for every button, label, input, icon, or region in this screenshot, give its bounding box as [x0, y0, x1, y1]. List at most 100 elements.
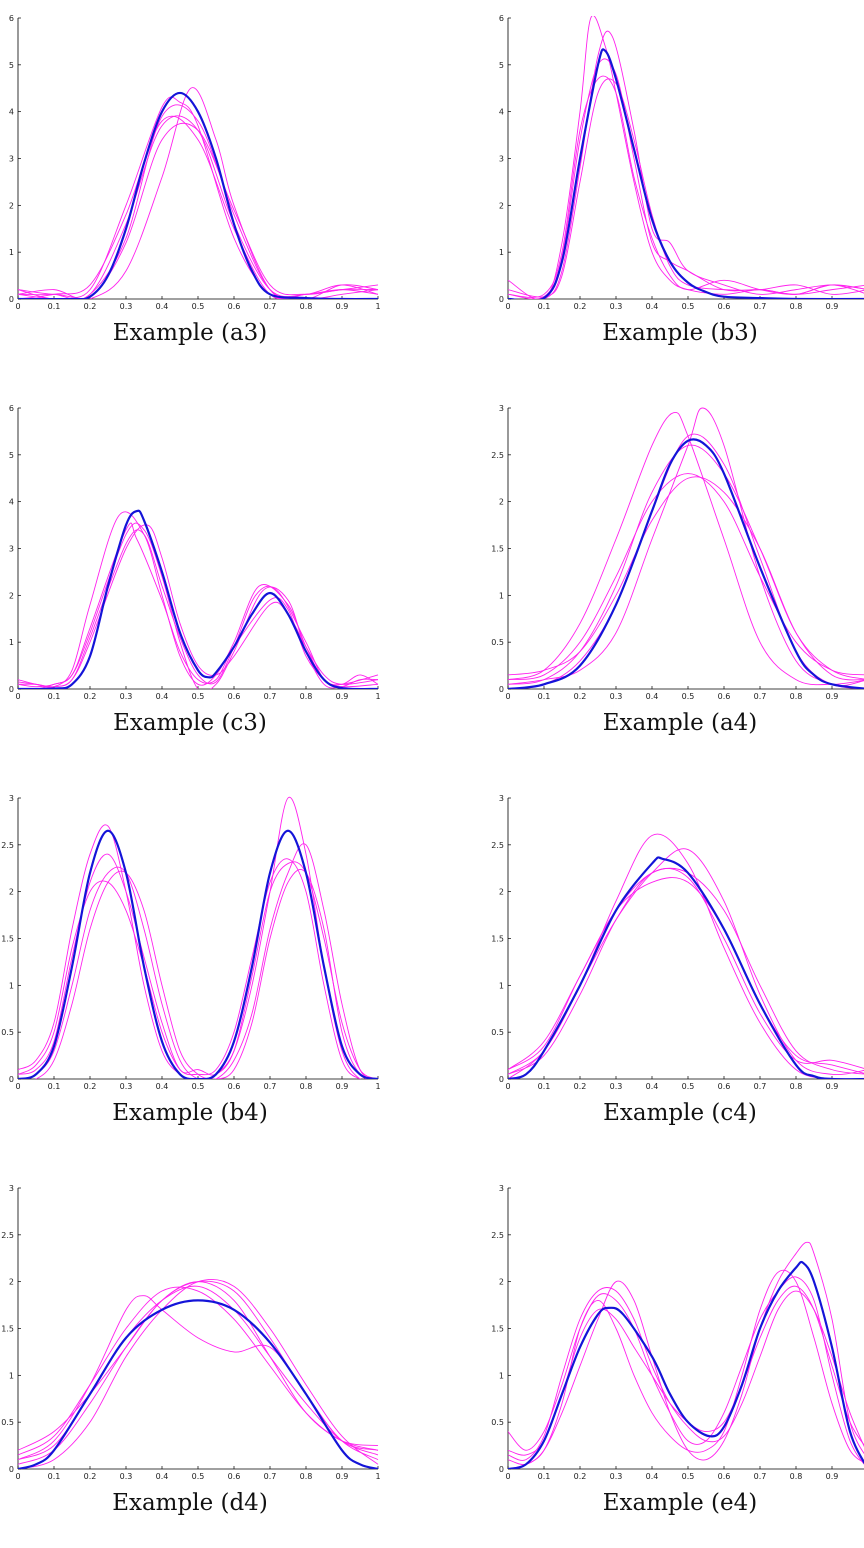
y-tick-label: 2.5 — [491, 1231, 504, 1240]
x-tick-label: 0.7 — [754, 302, 767, 311]
y-tick-label: 3 — [9, 545, 14, 554]
y-tick-label: 0.5 — [1, 1028, 14, 1037]
y-tick-label: 1 — [9, 1371, 14, 1380]
x-tick-label: 1 — [375, 1082, 380, 1091]
y-tick-label: 2 — [9, 1278, 14, 1287]
x-tick-label: 0.5 — [192, 302, 205, 311]
chart-caption: Example (b4) — [112, 1100, 268, 1126]
y-tick-label: 5 — [9, 451, 14, 460]
y-tick-label: 6 — [9, 14, 14, 23]
mean-curve — [508, 438, 864, 689]
mean-curve — [508, 48, 864, 299]
x-tick-label: 0.7 — [754, 692, 767, 701]
x-tick-label: 1 — [375, 1472, 380, 1481]
sample-curve — [18, 853, 379, 1079]
y-tick-label: 3 — [9, 1184, 14, 1193]
y-tick-label: 2 — [499, 888, 504, 897]
sample-curve — [508, 411, 864, 686]
sample-curve — [18, 524, 379, 688]
x-tick-label: 0.6 — [718, 692, 731, 701]
x-tick-label: 0.4 — [646, 1472, 659, 1481]
x-tick-label: 0.5 — [192, 692, 205, 701]
y-tick-label: 5 — [499, 61, 504, 70]
y-tick-label: 2.5 — [491, 451, 504, 460]
chart-svg-a4: 00.10.20.30.40.50.60.70.80.9100.511.522.… — [491, 404, 864, 701]
y-tick-label: 1.5 — [491, 935, 504, 944]
chart-svg-c4: 00.10.20.30.40.50.60.70.80.9100.511.522.… — [491, 794, 864, 1091]
sample-curve — [18, 1286, 379, 1456]
x-tick-label: 0 — [15, 1082, 20, 1091]
y-tick-label: 0 — [9, 1465, 14, 1474]
x-tick-label: 0.6 — [718, 302, 731, 311]
mean-curve — [18, 1299, 379, 1469]
sample-curve — [508, 867, 864, 1075]
x-tick-label: 0.1 — [538, 1472, 551, 1481]
y-tick-label: 3 — [9, 155, 14, 164]
x-tick-label: 0.8 — [300, 1472, 313, 1481]
x-tick-label: 0.3 — [120, 1472, 133, 1481]
x-tick-label: 0.1 — [48, 1082, 61, 1091]
y-tick-label: 0.5 — [491, 638, 504, 647]
sample-curve — [18, 843, 379, 1079]
y-tick-label: 2 — [9, 888, 14, 897]
x-tick-label: 0.2 — [84, 1082, 97, 1091]
y-tick-label: 0.5 — [1, 1418, 14, 1427]
x-tick-label: 0.1 — [538, 1082, 551, 1091]
chart-svg-e4: 00.10.20.30.40.50.60.70.80.9100.511.522.… — [491, 1184, 864, 1481]
chart-panel-a4: 00.10.20.30.40.50.60.70.80.9100.511.522.… — [490, 390, 864, 736]
x-tick-label: 0.5 — [192, 1082, 205, 1091]
x-tick-label: 0.4 — [156, 1082, 169, 1091]
x-tick-label: 0.6 — [228, 692, 241, 701]
sample-curve — [508, 877, 864, 1074]
x-tick-label: 0.7 — [754, 1472, 767, 1481]
sample-curve — [18, 529, 379, 688]
x-tick-label: 0.6 — [228, 302, 241, 311]
y-tick-label: 1 — [9, 638, 14, 647]
chart-caption: Example (c4) — [603, 1100, 757, 1126]
y-tick-label: 3 — [9, 794, 14, 803]
sample-curve — [18, 511, 379, 688]
x-tick-label: 0.3 — [610, 302, 623, 311]
x-tick-label: 0.7 — [264, 1082, 277, 1091]
y-tick-label: 2 — [9, 201, 14, 210]
y-tick-label: 2 — [9, 591, 14, 600]
sample-curve — [18, 1285, 379, 1461]
y-tick-label: 1 — [499, 591, 504, 600]
x-tick-label: 0.9 — [826, 1082, 839, 1091]
x-tick-label: 0.2 — [84, 692, 97, 701]
y-tick-label: 2 — [499, 1278, 504, 1287]
sample-curve — [508, 75, 864, 298]
y-tick-label: 0 — [499, 685, 504, 694]
y-tick-label: 0 — [9, 1075, 14, 1084]
x-tick-label: 0.9 — [336, 1082, 349, 1091]
sample-curve — [508, 473, 864, 681]
x-tick-label: 0 — [505, 302, 510, 311]
sample-curve — [18, 115, 379, 299]
sample-curve — [18, 96, 379, 299]
x-tick-label: 0.3 — [610, 692, 623, 701]
y-tick-label: 5 — [9, 61, 14, 70]
x-tick-label: 0.2 — [574, 1082, 587, 1091]
x-tick-label: 0.7 — [264, 692, 277, 701]
mean-curve — [508, 856, 864, 1079]
x-tick-label: 0.1 — [538, 302, 551, 311]
y-tick-label: 0 — [9, 685, 14, 694]
x-tick-label: 0.5 — [682, 1082, 695, 1091]
y-tick-label: 0 — [499, 1465, 504, 1474]
x-tick-label: 0.2 — [574, 1472, 587, 1481]
x-tick-label: 0.5 — [682, 692, 695, 701]
y-tick-label: 1.5 — [491, 545, 504, 554]
sample-curve — [508, 1241, 864, 1466]
sample-curve — [18, 522, 379, 689]
mean-curve — [18, 829, 379, 1079]
y-tick-label: 2 — [499, 498, 504, 507]
sample-curve — [18, 1295, 379, 1461]
sample-curve — [508, 1276, 864, 1465]
chart-caption: Example (a3) — [112, 320, 268, 346]
y-tick-label: 6 — [9, 404, 14, 413]
